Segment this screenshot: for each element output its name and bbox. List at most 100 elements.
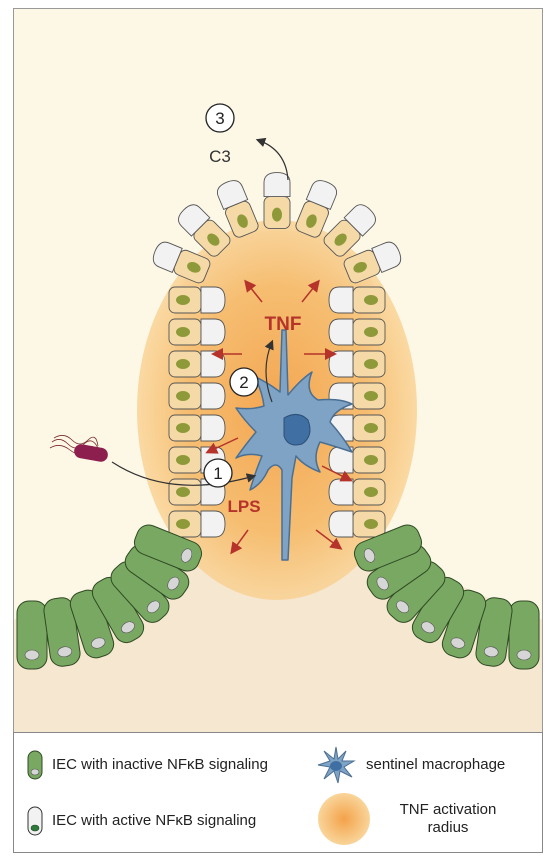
villus-cell	[295, 180, 338, 238]
cell-nucleus	[180, 548, 193, 563]
sentinel-macrophage	[235, 329, 353, 561]
villus-cell	[168, 510, 226, 538]
legend-macrophage-label: sentinel macrophage	[366, 756, 506, 773]
cell-nucleus	[176, 327, 190, 337]
villus-cell	[328, 510, 386, 538]
cell-nucleus	[364, 487, 378, 497]
villus-cell	[168, 382, 226, 410]
legend-active: IEC with active NFκB signaling	[26, 806, 256, 836]
cell-nucleus	[176, 455, 190, 465]
cell-nucleus	[167, 576, 180, 591]
villus-cell	[328, 318, 386, 346]
step-2-label: 2	[239, 373, 248, 392]
step-1-label: 1	[213, 464, 222, 483]
villus-cell	[263, 172, 291, 230]
step-2-circle	[229, 367, 259, 397]
macrophage-icon	[317, 746, 356, 784]
cell-nucleus	[364, 391, 378, 401]
step-1-circle	[203, 458, 233, 488]
cell-nucleus	[237, 214, 248, 228]
step-3-circle	[205, 103, 235, 133]
cell-nucleus	[396, 600, 410, 614]
cell-nucleus	[306, 214, 317, 228]
legend-macrophage: sentinel macrophage	[316, 745, 505, 785]
legend-radius-line2: radius	[427, 819, 469, 836]
tnf-radius-icon	[318, 793, 370, 845]
cell-nucleus	[91, 637, 106, 649]
tnf-arrow	[230, 529, 249, 555]
active-iec-icon	[27, 806, 43, 836]
crypt-cell	[366, 544, 432, 600]
crypt-cell	[133, 524, 203, 572]
villus-epithelium	[152, 172, 402, 538]
cell-nucleus	[364, 455, 378, 465]
villus-cell	[168, 350, 226, 378]
tnf-release-arrow	[264, 339, 274, 403]
legend-radius-text: TNF activation radius	[378, 801, 518, 837]
villus-cell	[152, 241, 211, 284]
tnf-arrow	[244, 279, 263, 303]
crypt-cell	[124, 544, 190, 600]
villus-cell	[328, 350, 386, 378]
legend-radius: TNF activation radius	[316, 791, 518, 847]
crypt-cell	[441, 589, 487, 659]
cell-nucleus	[483, 646, 499, 658]
lps-arrow	[111, 461, 257, 486]
c3-secretion-arrow	[255, 137, 289, 181]
cell-nucleus	[176, 391, 190, 401]
cell-nucleus	[364, 519, 378, 529]
crypt-cell	[508, 600, 540, 670]
cell-nucleus	[187, 261, 201, 273]
crypt-cell	[69, 589, 115, 659]
cell-nucleus	[176, 359, 190, 369]
cell-nucleus	[121, 621, 135, 634]
villus-cell	[168, 318, 226, 346]
crypt-cell	[43, 597, 81, 667]
crypt-cell	[16, 600, 48, 670]
cell-nucleus	[364, 423, 378, 433]
cell-nucleus	[376, 576, 389, 591]
cell-nucleus	[364, 295, 378, 305]
tnf-label: TNF	[265, 314, 302, 335]
cell-nucleus	[146, 600, 160, 614]
cell-nucleus	[364, 359, 378, 369]
villus-cell	[178, 204, 231, 257]
tnf-arrow	[315, 529, 343, 550]
cell-nucleus	[176, 519, 190, 529]
villus-cell	[168, 414, 226, 442]
cell-nucleus	[272, 207, 282, 222]
cell-nucleus	[363, 548, 376, 563]
tnf-arrow	[205, 437, 239, 454]
villus-cell	[323, 204, 376, 257]
cell-nucleus	[516, 649, 532, 661]
villus-cell	[216, 180, 259, 238]
cell-nucleus	[364, 327, 378, 337]
crypt-epithelium	[16, 524, 540, 670]
legend-inactive-label: IEC with inactive NFκB signaling	[52, 756, 268, 773]
villus-cell	[168, 286, 226, 314]
inactive-iec-icon	[27, 750, 43, 780]
cell-nucleus	[176, 295, 190, 305]
villus-cell	[328, 446, 386, 474]
legend: IEC with inactive NFκB signaling IEC wit…	[13, 732, 543, 853]
bacterium	[49, 435, 108, 462]
crypt-cell	[411, 576, 465, 644]
crypt-cell	[475, 597, 513, 667]
legend-active-label: IEC with active NFκB signaling	[52, 812, 257, 829]
tnf-diffusion-arrows	[205, 279, 353, 555]
cell-nucleus	[57, 646, 73, 658]
cell-nucleus	[334, 233, 347, 246]
villus-cell	[328, 478, 386, 506]
lps-label: LPS	[227, 497, 260, 516]
cell-nucleus	[176, 487, 190, 497]
villus-cell	[328, 286, 386, 314]
cell-nucleus	[450, 637, 465, 649]
tnf-arrow	[301, 279, 320, 303]
cell-nucleus	[176, 423, 190, 433]
cell-nucleus	[353, 261, 367, 273]
legend-inactive: IEC with inactive NFκB signaling	[26, 750, 268, 780]
legend-radius-line1: TNF activation	[399, 801, 497, 818]
cell-nucleus	[421, 621, 435, 634]
crypt-cell	[353, 524, 423, 572]
